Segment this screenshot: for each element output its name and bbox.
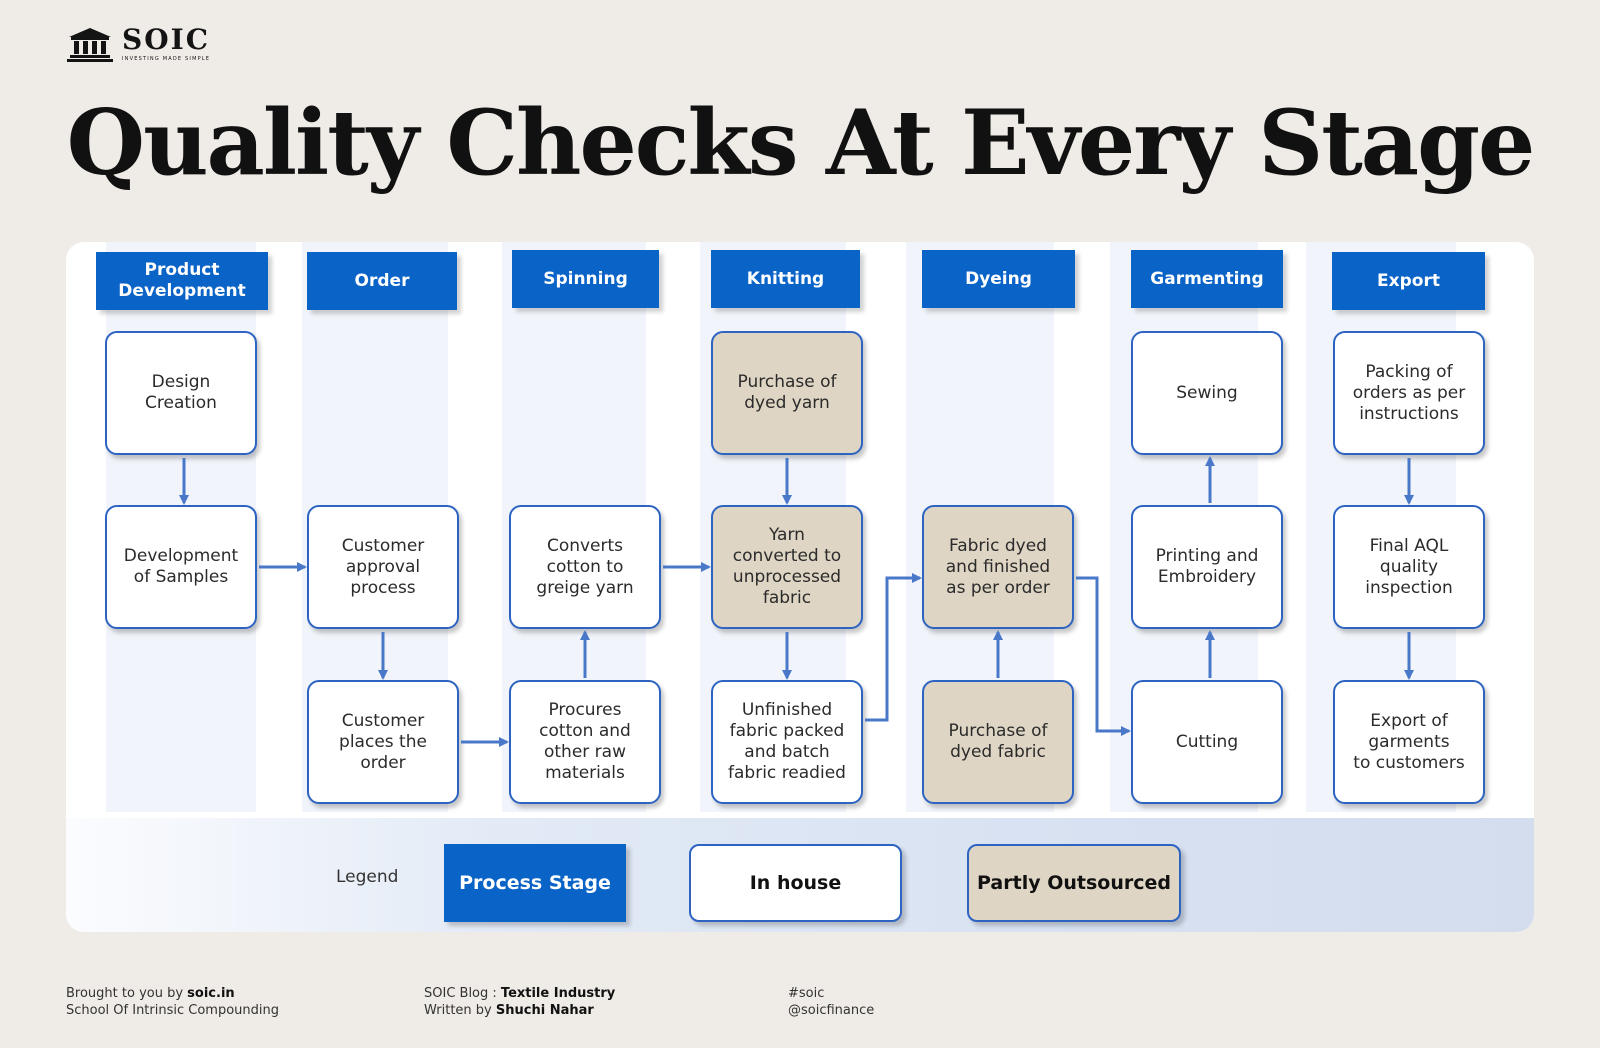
footer-site-link[interactable]: soic.in: [187, 986, 235, 1001]
stage-garmenting: Garmenting: [1131, 250, 1283, 308]
node-cutting: Cutting: [1131, 680, 1283, 804]
node-printing-embroidery: Printing and Embroidery: [1131, 505, 1283, 629]
node-final-aql: Final AQL quality inspection: [1333, 505, 1485, 629]
footer-author-prefix: Written by: [424, 1003, 496, 1018]
footer-blog-prefix: SOIC Blog :: [424, 986, 501, 1001]
stage-product-development: Product Development: [96, 252, 268, 310]
node-yarn-converted: Yarn converted to unprocessed fabric: [711, 505, 863, 629]
footer-hashtag: #soic: [788, 986, 825, 1001]
stage-export: Export: [1332, 252, 1485, 310]
stage-spinning: Spinning: [512, 250, 659, 308]
footer-school-name: School Of Intrinsic Compounding: [66, 1003, 279, 1018]
brand-logo: SOIC INVESTING MADE SIMPLE: [66, 26, 210, 62]
node-converts-cotton: Converts cotton to greige yarn: [509, 505, 661, 629]
node-purchase-dyed-yarn: Purchase of dyed yarn: [711, 331, 863, 455]
footer-social: #soic @soicfinance: [788, 985, 874, 1019]
brand-tagline: INVESTING MADE SIMPLE: [122, 56, 211, 62]
stage-order: Order: [307, 252, 457, 310]
footer-author-name: Shuchi Nahar: [495, 1003, 594, 1018]
footer-credits: Brought to you by soic.in School Of Intr…: [66, 985, 279, 1019]
legend-process-stage: Process Stage: [444, 844, 626, 922]
node-unfinished-fabric: Unfinished fabric packed and batch fabri…: [711, 680, 863, 804]
node-customer-approval: Customer approval process: [307, 505, 459, 629]
footer-handle: @soicfinance: [788, 1003, 875, 1018]
legend-partly-outsourced: Partly Outsourced: [967, 844, 1181, 922]
legend-in-house: In house: [689, 844, 902, 922]
node-customer-places-order: Customer places the order: [307, 680, 459, 804]
page-title: Quality Checks At Every Stage: [66, 90, 1536, 196]
node-purchase-dyed-fabric: Purchase of dyed fabric: [922, 680, 1074, 804]
footer-blog: SOIC Blog : Textile Industry Written by …: [424, 985, 615, 1019]
node-design-creation: Design Creation: [105, 331, 257, 455]
stage-dyeing: Dyeing: [922, 250, 1075, 308]
node-fabric-dyed: Fabric dyed and finished as per order: [922, 505, 1074, 629]
node-development-samples: Development of Samples: [105, 505, 257, 629]
brand-name: SOIC: [122, 23, 210, 56]
footer-blog-topic: Textile Industry: [500, 986, 616, 1001]
legend-label: Legend: [336, 867, 399, 887]
building-columns-icon: [67, 28, 113, 62]
stage-knitting: Knitting: [711, 250, 860, 308]
node-procures-cotton: Procures cotton and other raw materials: [509, 680, 661, 804]
footer-credit-prefix: Brought to you by: [66, 986, 188, 1001]
node-packing-orders: Packing of orders as per instructions: [1333, 331, 1485, 455]
node-sewing: Sewing: [1131, 331, 1283, 455]
node-export-garments: Export of garments to customers: [1333, 680, 1485, 804]
